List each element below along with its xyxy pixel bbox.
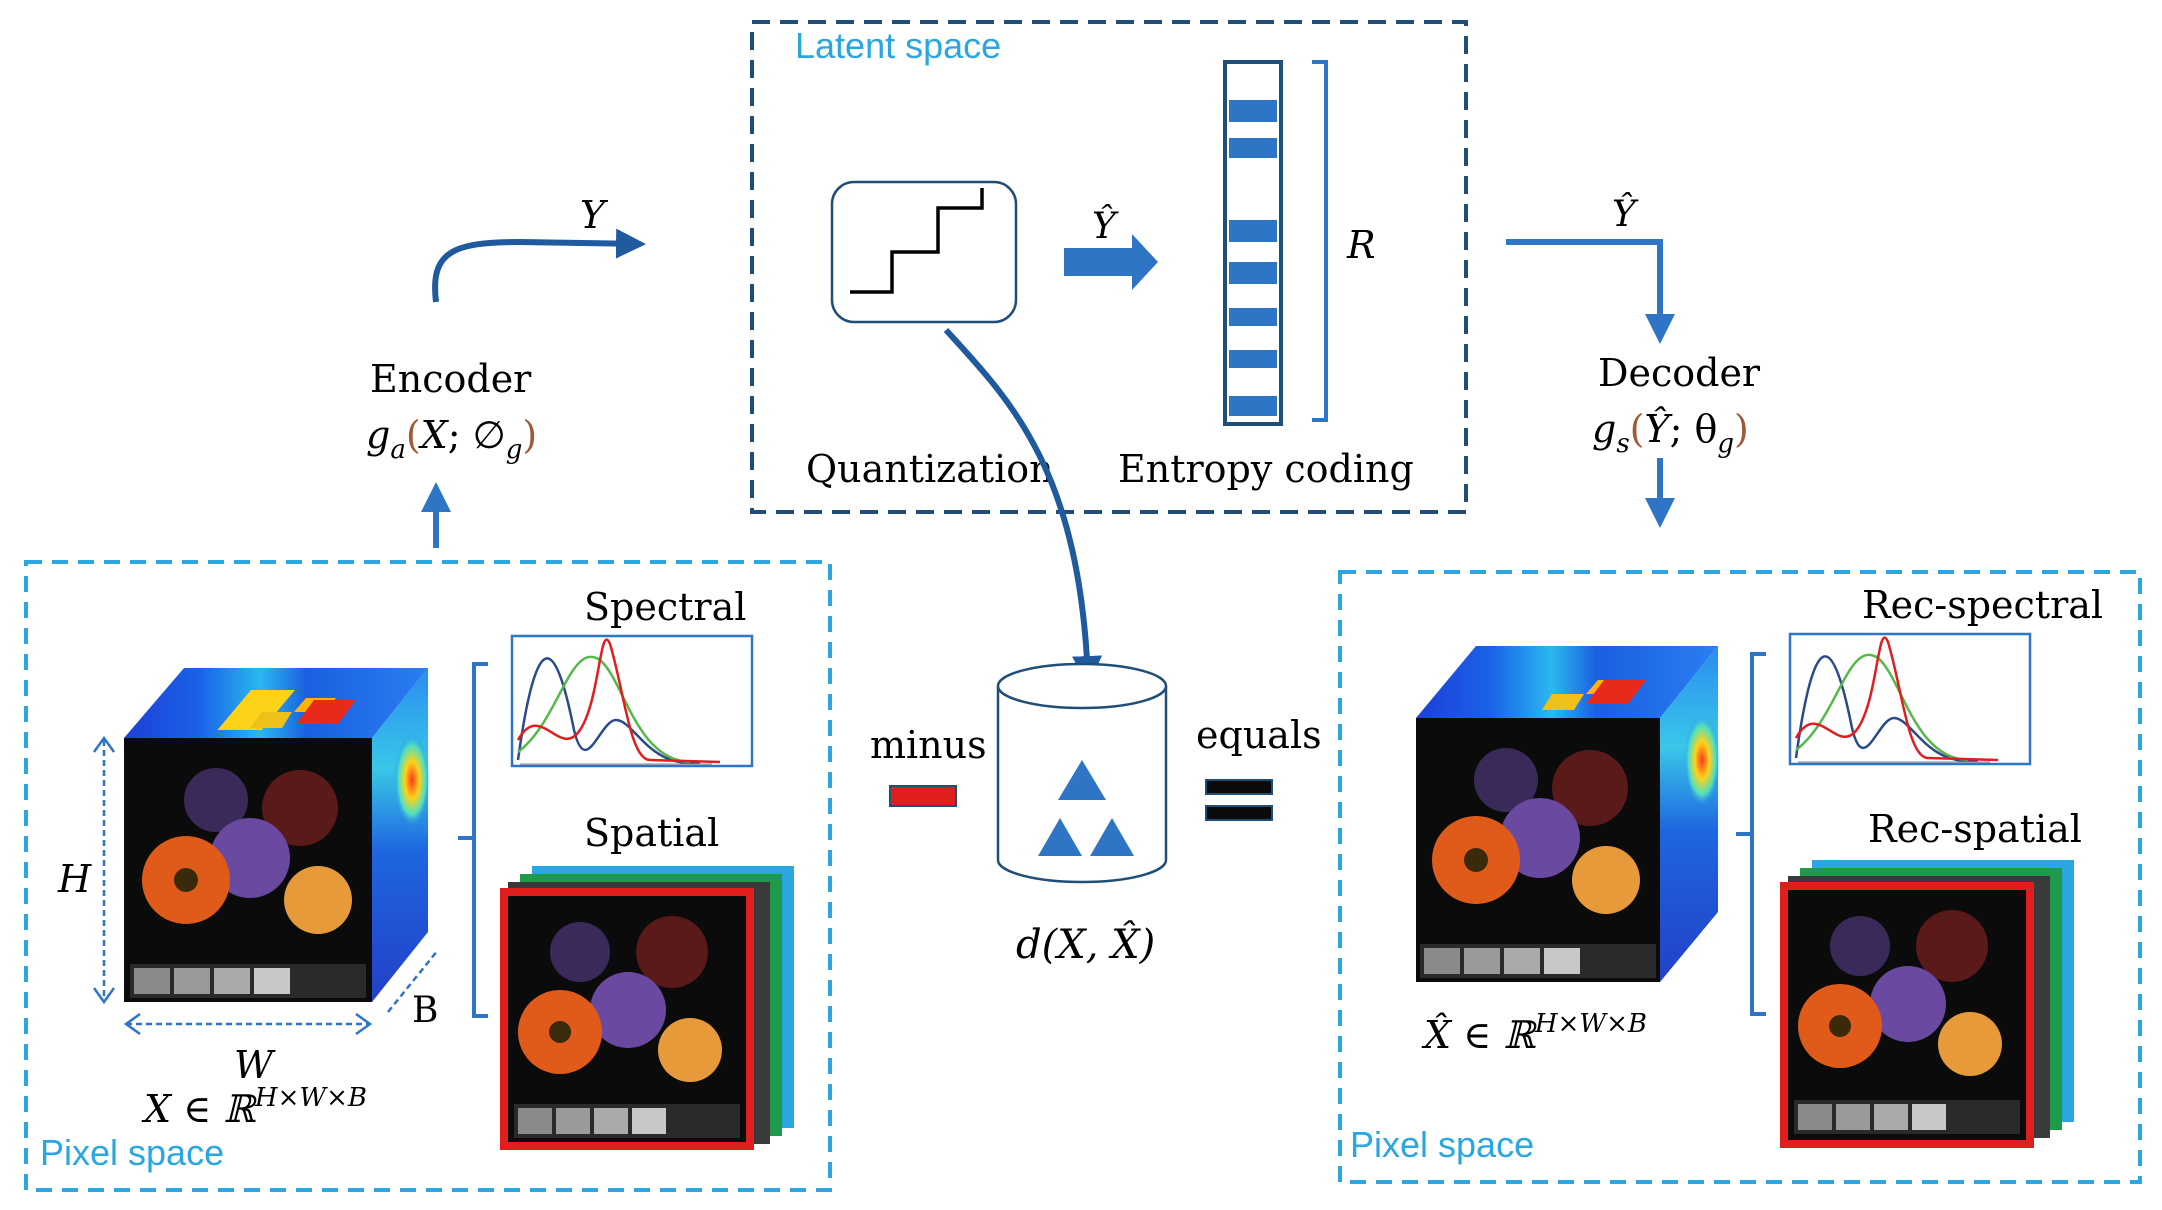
latent-y-arrow <box>432 228 646 303</box>
quantized-arrow-icon <box>1064 234 1158 290</box>
equals-label: equals <box>1196 713 1322 757</box>
recon-set-notation: X̂ ∈ ℝH×W×B <box>1421 1009 1647 1057</box>
spectral-curve-red <box>516 638 721 764</box>
rate-bracket <box>1312 60 1328 422</box>
right-pixel-space-title: Pixel space <box>1350 1124 1534 1165</box>
width-label: W <box>234 1043 276 1087</box>
quantization-label: Quantization <box>806 447 1054 491</box>
latent-space-panel: Latent space Quantization Ŷ R Entropy co… <box>750 20 1468 514</box>
rec-spatial-label: Rec-spatial <box>1868 807 2082 851</box>
flower-image <box>130 768 366 998</box>
spectral-label: Spectral <box>584 585 746 629</box>
right-pixel-space-border <box>1338 570 2142 1184</box>
decoder-label: Decoder <box>1598 351 1761 395</box>
spatial-label: Spatial <box>584 811 719 855</box>
encoder-function: ga(X; ∅g) <box>366 413 537 465</box>
yhat-mid-label: Ŷ <box>1092 205 1119 247</box>
distortion-cylinder-icon <box>996 662 1168 884</box>
distortion-arrow <box>943 327 1103 686</box>
latent-space-border <box>750 20 1468 514</box>
height-label: H <box>57 857 92 901</box>
band-label: B <box>412 990 438 1031</box>
spectral-plot <box>510 634 754 768</box>
latent-space-title: Latent space <box>795 25 1001 66</box>
rec-spatial-band-stack <box>1780 860 2074 1148</box>
entropy-bar <box>1223 60 1283 426</box>
left-bracket <box>472 662 488 1018</box>
rate-label: R <box>1346 223 1376 267</box>
distortion-label: d(X, X̂) <box>1016 922 1155 968</box>
entropy-coding-label: Entropy coding <box>1118 447 1414 491</box>
right-pixel-space-panel: Pixel space X̂ ∈ ℝH×W×B Rec-sp <box>1338 570 2142 1184</box>
rec-spectral-label: Rec-spectral <box>1862 583 2103 627</box>
right-bracket <box>1750 652 1766 1016</box>
left-pixel-space-panel: Pixel space <box>24 560 832 1192</box>
equals-sign-icon <box>1205 779 1273 821</box>
yhat-right-label: Ŷ <box>1612 193 1639 235</box>
rec-spectral-plot <box>1788 632 2032 766</box>
input-set-notation: X ∈ ℝH×W×B <box>141 1083 367 1131</box>
encoder-label: Encoder <box>370 357 532 401</box>
distortion-block: minus d(X, X̂) equals <box>870 662 1322 968</box>
encoder-block: Y Encoder ga(X; ∅g) <box>366 193 646 548</box>
step-function-icon <box>850 188 984 294</box>
band-dimension-line <box>387 949 439 1013</box>
left-pixel-space-border <box>24 560 832 1192</box>
decoder-input-arrow <box>1506 239 1675 344</box>
decoder-block: Ŷ Decoder gs(Ŷ; θg) <box>1506 193 1761 528</box>
y-label: Y <box>580 193 609 237</box>
spectral-curve-navy <box>516 657 701 765</box>
left-pixel-space-title: Pixel space <box>40 1132 224 1173</box>
decoder-function: gs(Ŷ; θg) <box>1592 407 1749 459</box>
spatial-band-stack <box>500 866 794 1150</box>
minus-label: minus <box>870 723 987 767</box>
reconstructed-cube <box>1416 646 1720 982</box>
input-cube <box>124 668 430 1002</box>
minus-sign-icon <box>889 785 957 807</box>
